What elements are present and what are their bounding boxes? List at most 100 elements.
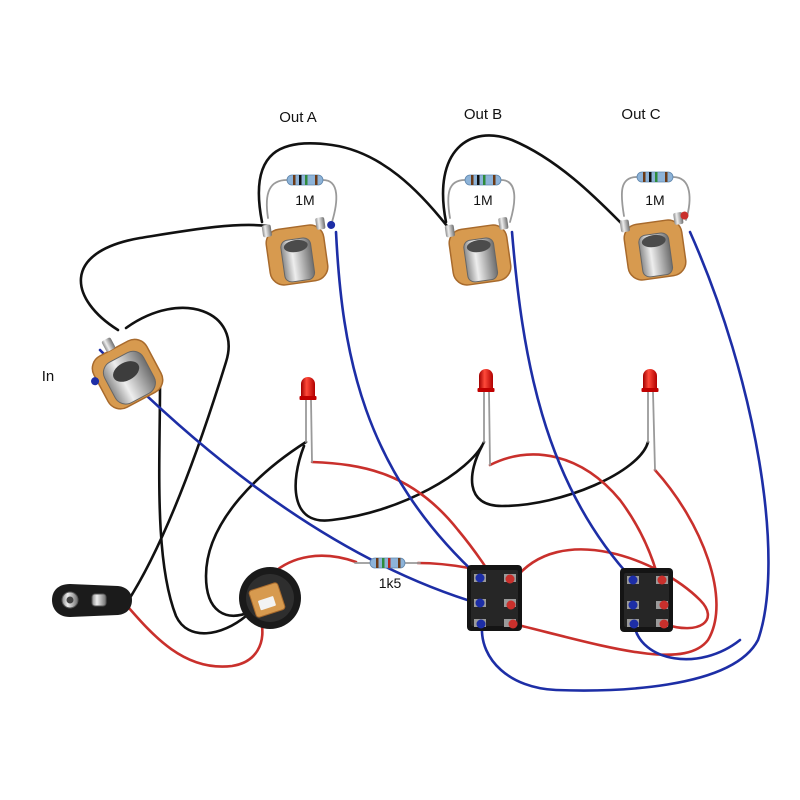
terminal-tip xyxy=(91,377,100,386)
wire-blue-out-a-to-switch-a xyxy=(334,230,482,580)
led-b xyxy=(477,369,495,466)
resistor-out-b: 1M xyxy=(447,174,516,223)
terminal-tip xyxy=(327,220,336,229)
wire-black-in-to-out-a xyxy=(79,223,270,332)
label-out-a: Out A xyxy=(279,109,317,126)
label-out-c: Out C xyxy=(621,106,660,123)
switch-terminal-bed xyxy=(471,570,518,626)
resistor-band xyxy=(315,175,318,185)
resistor-band xyxy=(388,558,391,568)
switch-terminal xyxy=(628,600,638,610)
led-flange xyxy=(299,396,317,400)
input-jack xyxy=(91,337,164,410)
label-out-b: Out B xyxy=(464,106,502,123)
resistor-lead-right xyxy=(322,179,338,223)
wire-red-battery-to-dc-jack xyxy=(120,598,264,668)
resistor-out-a: 1M xyxy=(265,174,338,223)
switch-terminal xyxy=(506,600,516,610)
jack-lug xyxy=(444,224,455,238)
switch-terminal xyxy=(505,574,515,584)
wire-blue-switch-b-bottom xyxy=(632,622,742,661)
jack-lug xyxy=(315,217,326,230)
switch-terminal xyxy=(508,619,518,629)
switch-terminal xyxy=(629,619,639,629)
dc-jack xyxy=(239,567,301,629)
switch-terminal xyxy=(657,575,667,585)
led-flange xyxy=(477,388,495,392)
led-anode-leg xyxy=(310,399,313,463)
switch-terminal xyxy=(475,598,485,608)
resistor-out-c: 1M xyxy=(620,171,691,221)
resistor-band xyxy=(655,172,658,182)
resistor-lead-left xyxy=(265,179,288,219)
switch-terminal-bed xyxy=(624,573,669,627)
red-led-icon xyxy=(479,369,493,390)
wire-black-led-a-to-led-b xyxy=(294,440,486,522)
switch-terminal xyxy=(659,619,669,629)
jack-socket xyxy=(113,361,140,382)
jack-lug xyxy=(498,217,509,230)
resistor-band xyxy=(643,172,646,182)
jack-socket xyxy=(466,239,491,253)
red-wires xyxy=(120,453,718,668)
resistor-band xyxy=(293,175,296,185)
resistor-led: 1k5 xyxy=(354,557,421,591)
resistor-lead-left xyxy=(620,176,638,217)
resistor-band xyxy=(483,175,486,185)
resistor-band xyxy=(376,558,379,568)
dc-jack-tag xyxy=(258,596,276,611)
switch-terminal xyxy=(659,600,669,610)
resistor-band xyxy=(471,175,474,185)
led-flange xyxy=(641,388,659,392)
wire-blue-out-b-to-switch-b xyxy=(510,230,635,582)
resistor-band xyxy=(649,172,652,182)
resistor-band xyxy=(477,175,480,185)
red-led-icon xyxy=(301,377,315,398)
switch-terminal xyxy=(475,573,485,583)
wire-blue-out-c-to-switch-a xyxy=(480,230,770,692)
resistor-icon xyxy=(369,557,406,569)
footswitch-a xyxy=(467,565,522,631)
resistor-band xyxy=(299,175,302,185)
switch-terminal xyxy=(628,575,638,585)
led-anode-leg xyxy=(652,391,656,471)
jack-socket xyxy=(283,239,308,253)
footswitch-b xyxy=(620,568,673,632)
wire-black-out-a-to-out-b xyxy=(257,141,449,228)
wire-red-switch-a-to-switch-b xyxy=(512,548,710,630)
led-c xyxy=(641,369,659,471)
wire-black-out-b-to-out-c xyxy=(441,134,626,228)
resistor-value-label: 1M xyxy=(645,192,664,208)
battery-terminal-center xyxy=(66,596,74,604)
black-wires xyxy=(79,134,650,635)
terminal-sleeve xyxy=(680,211,689,220)
resistor-value-label: 1M xyxy=(473,192,492,208)
resistor-band xyxy=(382,558,385,568)
jack-lug xyxy=(261,224,272,238)
led-a xyxy=(299,377,317,463)
output-jack-a xyxy=(261,217,336,286)
resistor-band xyxy=(493,175,496,185)
battery-terminal-positive xyxy=(91,593,107,607)
battery-snap xyxy=(52,584,132,617)
resistor-band xyxy=(665,172,668,182)
blue-wires xyxy=(98,230,770,692)
wire-black-in-to-dc-jack xyxy=(157,384,248,635)
resistor-band xyxy=(398,558,401,568)
resistor-value-label: 1k5 xyxy=(379,575,402,591)
red-led-icon xyxy=(643,369,657,390)
wire-black-led-a-to-dc-jack xyxy=(204,440,308,617)
label-in: In xyxy=(42,368,55,385)
wire-black-led-b-to-led-c xyxy=(470,440,650,508)
wire-red-led-c-to-switch-a xyxy=(512,468,718,657)
output-jack-b xyxy=(444,217,512,286)
switch-terminal xyxy=(476,619,486,629)
jack-socket xyxy=(641,234,666,248)
resistor-value-label: 1M xyxy=(295,192,314,208)
led-anode-leg xyxy=(488,391,491,466)
jack-lug xyxy=(101,337,115,352)
output-jack-c xyxy=(619,211,689,281)
resistor-lead-left xyxy=(447,179,466,219)
resistor-band xyxy=(305,175,308,185)
